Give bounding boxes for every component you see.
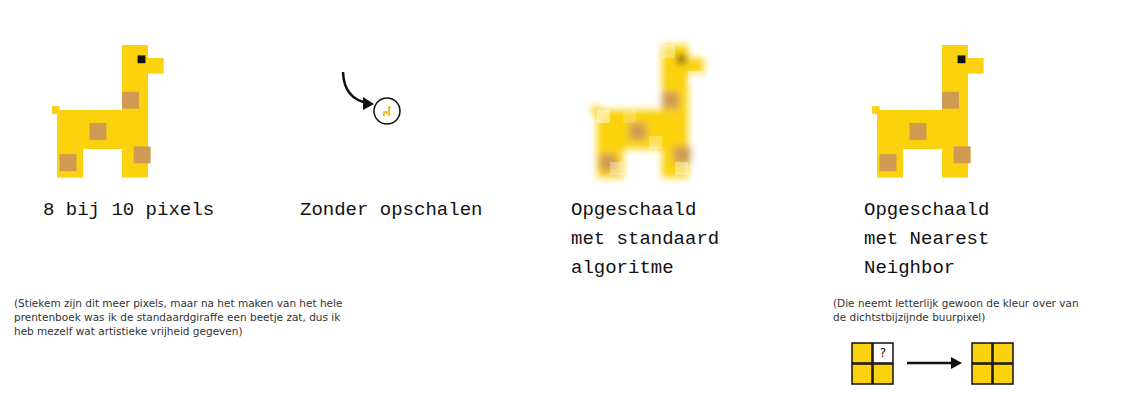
giraffe-pixel xyxy=(52,45,164,178)
arrow-head xyxy=(363,97,374,110)
caption: Zonder opschalen xyxy=(300,196,540,225)
caption: Opgeschaald met standaard algoritme xyxy=(571,196,736,283)
caption: 8 bij 10 pixels xyxy=(43,196,283,225)
transform-arrow xyxy=(907,362,954,365)
arrow-head xyxy=(951,357,962,369)
giraffe-nearest xyxy=(872,45,984,178)
caption: Opgeschaald met Nearest Neighbor xyxy=(864,196,1004,283)
pixel-grid xyxy=(972,343,1013,384)
question-mark: ? xyxy=(873,343,893,363)
note: (Stiekem zijn dit meer pixels, maar na h… xyxy=(14,296,359,338)
note: (Die neemt letterlijk gewoon de kleur ov… xyxy=(833,296,1083,324)
pixel-grid xyxy=(852,343,893,384)
zoom-circle xyxy=(374,98,400,124)
giraffe-blurry xyxy=(592,45,704,178)
giraffe-tiny xyxy=(383,106,392,116)
